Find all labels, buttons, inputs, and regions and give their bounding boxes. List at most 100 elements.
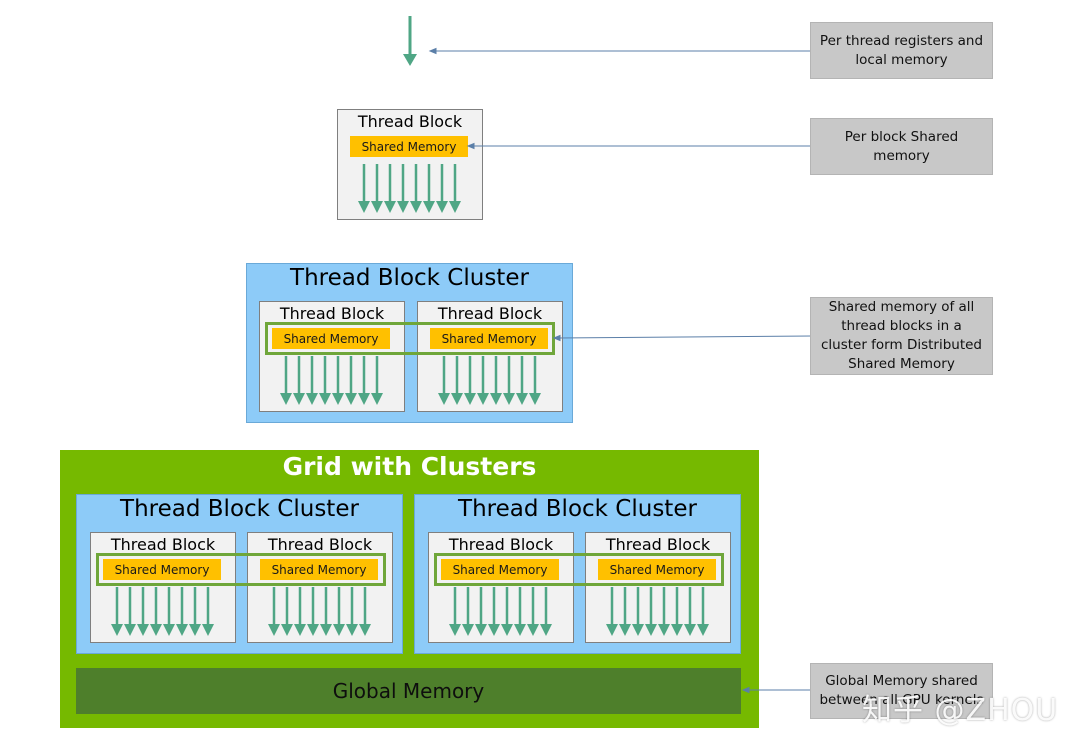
note-distributed-shared: Shared memory of all thread blocks in a … xyxy=(810,297,993,375)
thread-block-cluster: Thread Block Cluster Thread Block Shared… xyxy=(414,494,741,654)
thread-arrow-icon xyxy=(268,587,280,636)
shared-memory: Shared Memory xyxy=(103,559,221,580)
cluster-title: Thread Block Cluster xyxy=(120,496,359,522)
thread-arrow-icon xyxy=(384,164,396,213)
thread-arrows xyxy=(358,164,461,213)
thread-arrow-icon xyxy=(684,587,696,636)
thread-arrow-icon xyxy=(436,164,448,213)
thread-arrows xyxy=(268,587,371,636)
thread-block-title: Thread Block xyxy=(110,535,216,554)
thread-arrow-icon xyxy=(606,587,618,636)
thread-arrow-icon xyxy=(423,164,435,213)
thread-block: Thread Block Shared Memory xyxy=(337,109,483,220)
distributed-shared-memory-ring xyxy=(434,553,724,586)
thread-block-title: Thread Block xyxy=(357,112,463,131)
thread-block-cluster: Thread Block Cluster Thread Block Shared… xyxy=(76,494,403,654)
thread-arrow-icon xyxy=(462,587,474,636)
thread-arrow-icon xyxy=(346,587,358,636)
thread-arrow-icon xyxy=(451,356,463,405)
thread-arrow-icon xyxy=(293,356,305,405)
thread-arrow-icon xyxy=(514,587,526,636)
thread-block: Thread Block Shared Memory xyxy=(90,532,236,643)
thread-arrow-icon xyxy=(449,164,461,213)
thread-arrow-icon xyxy=(358,164,370,213)
watermark: 知乎 @ZHOU xyxy=(862,693,1059,728)
thread-arrow-icon xyxy=(345,356,357,405)
note-registers: Per thread registers and local memory xyxy=(810,22,993,79)
note-block-shared: Per block Shared memory xyxy=(810,118,993,175)
distributed-shared-memory-ring xyxy=(265,322,555,355)
shared-memory: Shared Memory xyxy=(350,136,468,157)
thread-block-title: Thread Block xyxy=(448,535,554,554)
thread-arrows xyxy=(449,587,552,636)
thread-arrow-icon xyxy=(490,356,502,405)
thread-arrow-icon xyxy=(294,587,306,636)
thread-arrow-icon xyxy=(163,587,175,636)
thread-arrow-icon xyxy=(438,356,450,405)
thread-block-title: Thread Block xyxy=(605,535,711,554)
thread-arrow-icon xyxy=(359,587,371,636)
thread-arrow-icon xyxy=(540,587,552,636)
thread-arrow-icon xyxy=(503,356,515,405)
thread-block: Thread Block Shared Memory xyxy=(585,532,731,643)
cluster-title: Thread Block Cluster xyxy=(290,265,529,291)
thread-arrow-icon xyxy=(397,164,409,213)
shared-memory: Shared Memory xyxy=(441,559,559,580)
note-global-memory: Global Memory shared between all GPU ker… xyxy=(810,663,993,719)
thread-arrows xyxy=(438,356,541,405)
grid-title: Grid with Clusters xyxy=(282,452,537,481)
thread-arrow-icon xyxy=(403,16,417,66)
thread-arrow-icon xyxy=(358,356,370,405)
thread-block-title: Thread Block xyxy=(279,304,385,323)
thread-arrow-icon xyxy=(464,356,476,405)
thread-arrow-icon xyxy=(658,587,670,636)
thread-arrow-icon xyxy=(307,587,319,636)
thread-arrows xyxy=(606,587,709,636)
thread-arrow-icon xyxy=(529,356,541,405)
thread-arrow-icon xyxy=(332,356,344,405)
shared-memory: Shared Memory xyxy=(430,328,548,349)
thread-arrow-icon xyxy=(697,587,709,636)
thread-arrow-icon xyxy=(516,356,528,405)
thread-arrow-icon xyxy=(137,587,149,636)
thread-arrow-icon xyxy=(477,356,489,405)
thread-arrow-icon xyxy=(150,587,162,636)
thread-block-cluster: Thread Block Cluster Thread Block Shared… xyxy=(246,263,573,423)
thread-arrow-icon xyxy=(527,587,539,636)
grid-with-clusters: Grid with Clusters Thread Block Cluster … xyxy=(60,450,759,728)
thread-arrow-icon xyxy=(333,587,345,636)
thread-arrow-icon xyxy=(280,356,292,405)
thread-block: Thread Block Shared Memory xyxy=(247,532,393,643)
thread-arrow-icon xyxy=(371,164,383,213)
thread-arrow-icon xyxy=(189,587,201,636)
thread-arrow-icon xyxy=(671,587,683,636)
single-thread-arrow xyxy=(400,14,420,68)
thread-arrow-icon xyxy=(176,587,188,636)
shared-memory: Shared Memory xyxy=(260,559,378,580)
cluster-title: Thread Block Cluster xyxy=(458,496,697,522)
global-memory: Global Memory xyxy=(76,668,741,714)
thread-arrow-icon xyxy=(371,356,383,405)
thread-arrow-icon xyxy=(645,587,657,636)
thread-arrow-icon xyxy=(632,587,644,636)
thread-arrow-icon xyxy=(320,587,332,636)
thread-arrow-icon xyxy=(488,587,500,636)
thread-arrow-icon xyxy=(202,587,214,636)
thread-arrow-icon xyxy=(306,356,318,405)
thread-block-title: Thread Block xyxy=(267,535,373,554)
thread-arrow-icon xyxy=(281,587,293,636)
thread-block-title: Thread Block xyxy=(437,304,543,323)
thread-arrow-icon xyxy=(124,587,136,636)
thread-block: Thread Block Shared Memory xyxy=(417,301,563,412)
thread-arrow-icon xyxy=(449,587,461,636)
shared-memory: Shared Memory xyxy=(598,559,716,580)
shared-memory: Shared Memory xyxy=(272,328,390,349)
thread-arrow-icon xyxy=(319,356,331,405)
thread-arrows xyxy=(280,356,383,405)
thread-arrow-icon xyxy=(501,587,513,636)
thread-arrow-icon xyxy=(111,587,123,636)
thread-arrows xyxy=(111,587,214,636)
thread-arrow-icon xyxy=(475,587,487,636)
thread-arrow-icon xyxy=(619,587,631,636)
